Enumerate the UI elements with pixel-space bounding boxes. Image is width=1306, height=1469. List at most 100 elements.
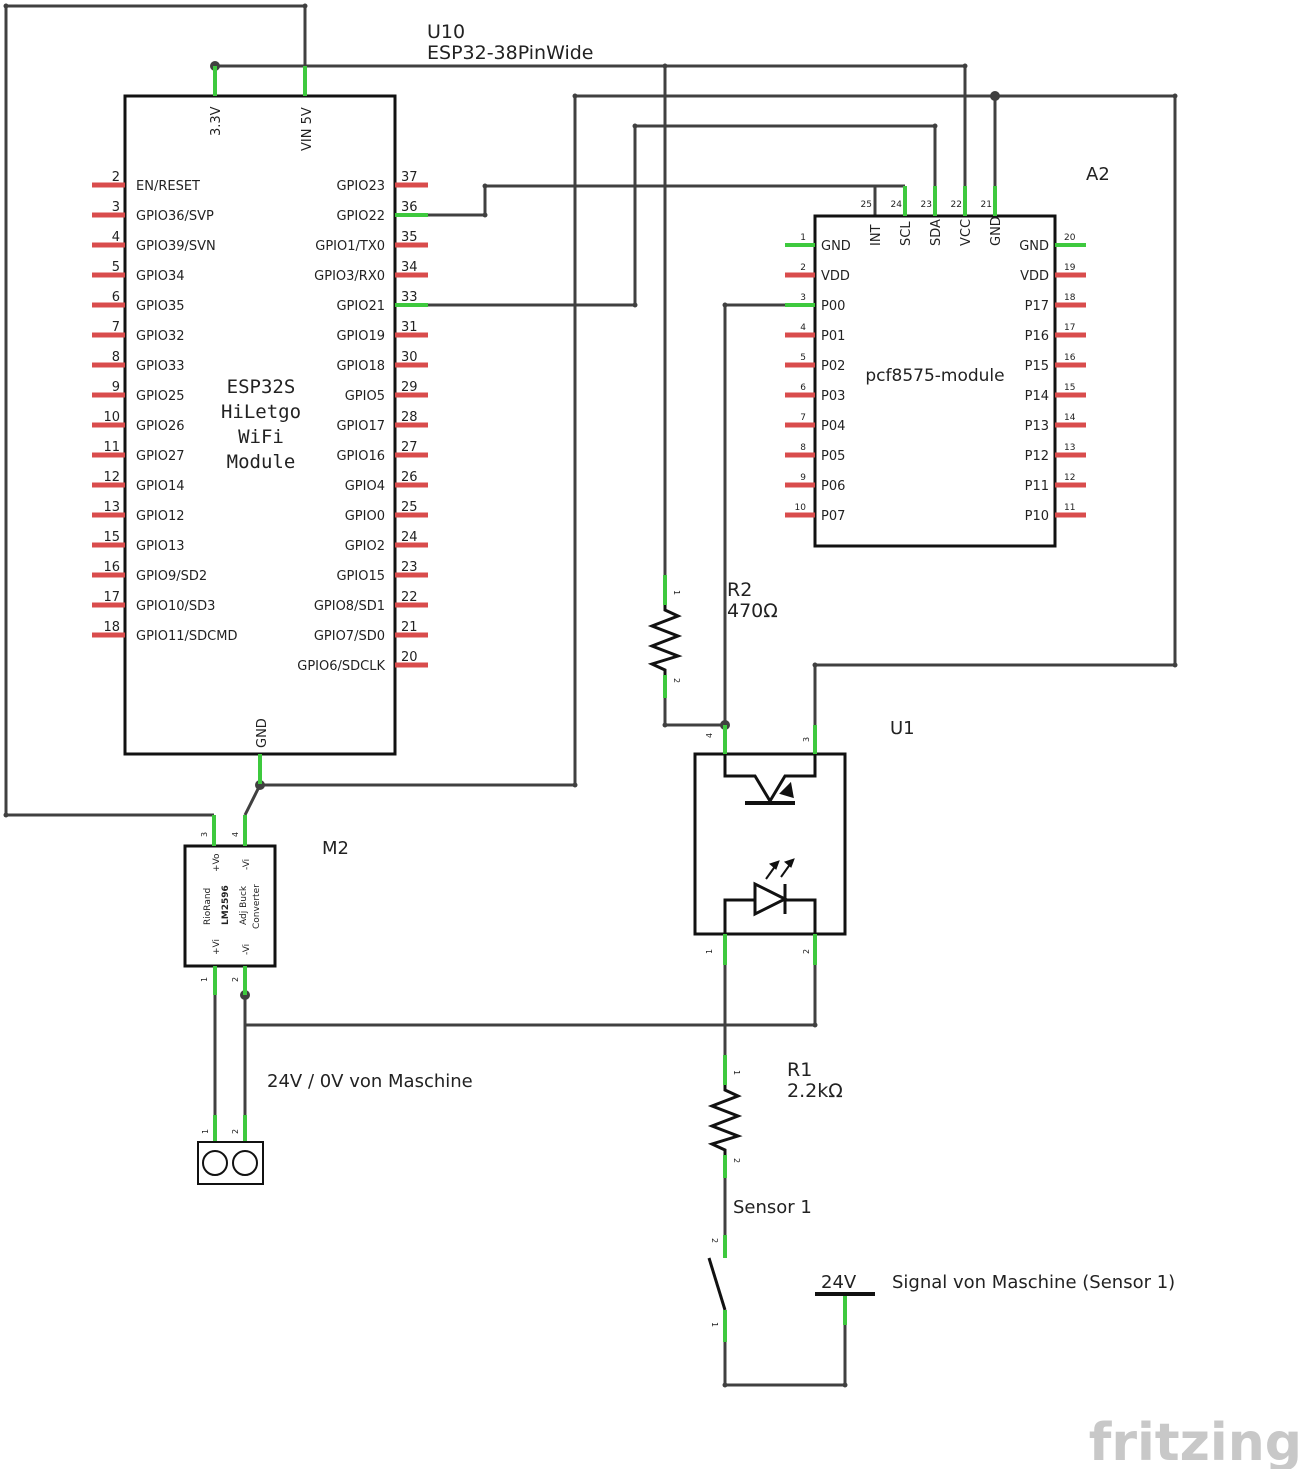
pin-number: 2: [231, 1129, 240, 1134]
pin-number: 13: [1064, 443, 1075, 453]
pin-number: 17: [1064, 323, 1075, 333]
esp32-module[interactable]: U10 ESP32-38PinWide 3.3V VIN 5V GND 2EN/…: [92, 21, 594, 784]
r1-zigzag: [707, 1085, 743, 1155]
pin-label: P02: [821, 359, 845, 374]
pin-label: -Vi: [242, 944, 252, 955]
pin-label: P12: [1025, 449, 1049, 464]
supply-24v[interactable]: 24V Signal von Maschine (Sensor 1): [815, 1272, 1175, 1325]
optocoupler-u1[interactable]: U1 4 3 1 2: [693, 718, 915, 965]
pin-number: 6: [112, 290, 120, 305]
pin-number: 37: [401, 170, 418, 185]
pin-label: GPIO3/RX0: [314, 269, 385, 284]
pin-label: P07: [821, 509, 845, 524]
pin-number: 8: [800, 443, 806, 453]
module-text-line: Module: [227, 451, 296, 473]
buck-converter-m2[interactable]: M2 3 4 1 2 +Vo -Vi +Vi -Vi RioRand LM259…: [183, 815, 349, 995]
pin-number: 1: [800, 233, 806, 243]
pin-label: P06: [821, 479, 845, 494]
pin-number: 3: [802, 737, 811, 742]
junction-dot: [572, 782, 578, 788]
led-symbol: [723, 858, 817, 934]
junction-dot: [632, 302, 638, 308]
pin-label: GPIO12: [136, 509, 185, 524]
pin-label: GPIO23: [336, 179, 385, 194]
pin-number: 22: [401, 590, 418, 605]
pin-label: P04: [821, 419, 845, 434]
pin-number: 6: [800, 383, 806, 393]
pin-label: GPIO25: [136, 389, 185, 404]
pin-label: P10: [1025, 509, 1049, 524]
pin-label: GPIO21: [336, 299, 385, 314]
fritzing-logo: fritzing: [1089, 1413, 1302, 1469]
pin-number: 3: [800, 293, 806, 303]
terminal-circle: [232, 1150, 258, 1176]
pin-number: 3: [112, 200, 120, 215]
pin-number: 23: [401, 560, 418, 575]
junction-dot: [1172, 93, 1178, 99]
pin-label: VDD: [821, 269, 850, 284]
pin-number: 11: [103, 440, 120, 455]
power-connector[interactable]: 24V / 0V von Maschine 1 2: [197, 1071, 473, 1185]
junction-dot: [932, 123, 938, 129]
pin-number: 21: [401, 620, 418, 635]
pin-label: GPIO32: [136, 329, 185, 344]
pin-label: SCL: [899, 221, 914, 246]
pin-number: 4: [800, 323, 806, 333]
junction-dot: [482, 212, 488, 218]
junction-dot: [3, 812, 9, 818]
junction-dot: [3, 3, 9, 9]
wire-sensor-24v: [723, 1325, 847, 1387]
pin-number: 36: [401, 200, 418, 215]
m2-body-text: Adj Buck: [239, 885, 249, 925]
pin-label: +Vo: [212, 853, 222, 872]
pin-label: GPIO11/SDCMD: [136, 629, 237, 644]
pin-label: GPIO16: [336, 449, 385, 464]
junction-dot: [962, 63, 968, 69]
pin-number: 5: [800, 353, 806, 363]
esp32-left-pins: 2EN/RESET3GPIO36/SVP4GPIO39/SVN5GPIO346G…: [92, 170, 237, 644]
switch-lever: [707, 1257, 727, 1311]
esp32-ref: U10: [427, 21, 465, 43]
pin-number: 4: [231, 832, 240, 837]
pin-number: 2: [800, 263, 806, 273]
wire-u1-pin2: [245, 965, 817, 1027]
pin-number: 24: [401, 530, 418, 545]
pin-number: 1: [705, 949, 714, 954]
resistor-r2[interactable]: 1 2 R2 470Ω: [647, 575, 778, 698]
pin-number: 7: [800, 413, 806, 423]
pin-label: P05: [821, 449, 845, 464]
pin-number: 16: [103, 560, 120, 575]
pin-number: 33: [401, 290, 418, 305]
resistor-r1[interactable]: 1 2 R1 2.2kΩ: [707, 1055, 843, 1178]
pin-number: 13: [103, 500, 120, 515]
pin-label: GPIO9/SD2: [136, 569, 207, 584]
pin-label: EN/RESET: [136, 179, 200, 194]
junction-dot: [302, 3, 308, 9]
pin-label: GPIO1/TX0: [315, 239, 385, 254]
pin-label: SDA: [929, 219, 944, 246]
sensor-label: Sensor 1: [733, 1197, 812, 1218]
junction-dot: [842, 1382, 848, 1388]
pin-label: GPIO7/SD0: [314, 629, 385, 644]
pin-label: GPIO36/SVP: [136, 209, 214, 224]
junction-dot: [572, 93, 578, 99]
pin-number: 1: [732, 1070, 741, 1075]
pin-label: GPIO27: [136, 449, 185, 464]
pin-number: 12: [1064, 473, 1075, 483]
r1-ref: R1: [787, 1059, 812, 1081]
junction-dot: [1172, 662, 1178, 668]
sensor-switch[interactable]: Sensor 1 2 1: [707, 1197, 812, 1342]
pin-number: 34: [401, 260, 418, 275]
pin-label: P16: [1025, 329, 1049, 344]
pin-number: 22: [951, 200, 962, 210]
pin-label: GPIO6/SDCLK: [297, 659, 385, 674]
connector-body: [197, 1141, 264, 1185]
m2-body-text: Converter: [252, 884, 262, 929]
pin-number: 10: [795, 503, 807, 513]
pin-label-gnd: GND: [255, 718, 270, 748]
pin-number: 9: [112, 380, 120, 395]
pcf8575-module[interactable]: A2 pcf8575-module 25INT24SCL23SDA22VCC21…: [785, 164, 1110, 548]
pin-number: 15: [1064, 383, 1075, 393]
